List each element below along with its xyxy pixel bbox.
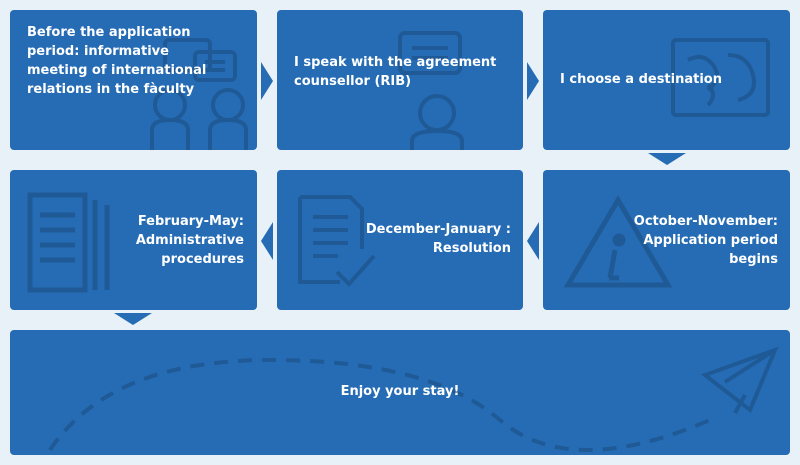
- step-1-box: Before the application period: informati…: [10, 10, 257, 150]
- paper-plane-icon: [48, 346, 779, 452]
- step-6-box: February-May: Administrative procedures: [10, 170, 257, 310]
- step-4-text: October-November: Application period beg…: [633, 214, 778, 267]
- step-5-box: December-January : Resolution: [277, 170, 523, 310]
- arrow-right-2: [527, 62, 539, 100]
- step-5-text: December-January : Resolution: [365, 222, 511, 256]
- step-7-box: Enjoy your stay!: [10, 330, 790, 455]
- document-check-icon: [298, 195, 376, 287]
- documents-icon: [27, 192, 110, 293]
- world-map-icon: [671, 38, 770, 117]
- step-2-box: I speak with the agreement counsellor (R…: [277, 10, 523, 150]
- step-6-text: February-May: Administrative procedures: [135, 214, 244, 267]
- step-2-text: I speak with the agreement counsellor (R…: [294, 55, 497, 89]
- arrow-left-2: [261, 222, 273, 260]
- arrow-left-1: [527, 222, 539, 260]
- step-4-box: October-November: Application period beg…: [543, 170, 790, 310]
- step-1-text: Before the application period: informati…: [27, 25, 207, 97]
- counsellor-icon: [398, 31, 464, 150]
- step-7-text: Enjoy your stay!: [340, 384, 460, 399]
- arrow-down-2: [114, 313, 152, 325]
- info-warning-icon: [563, 195, 673, 288]
- meeting-icon: [150, 38, 248, 150]
- step-3-box: I choose a destination: [543, 10, 790, 150]
- arrow-right-1: [261, 62, 273, 100]
- arrow-down-1: [648, 153, 686, 165]
- step-3-text: I choose a destination: [560, 72, 722, 87]
